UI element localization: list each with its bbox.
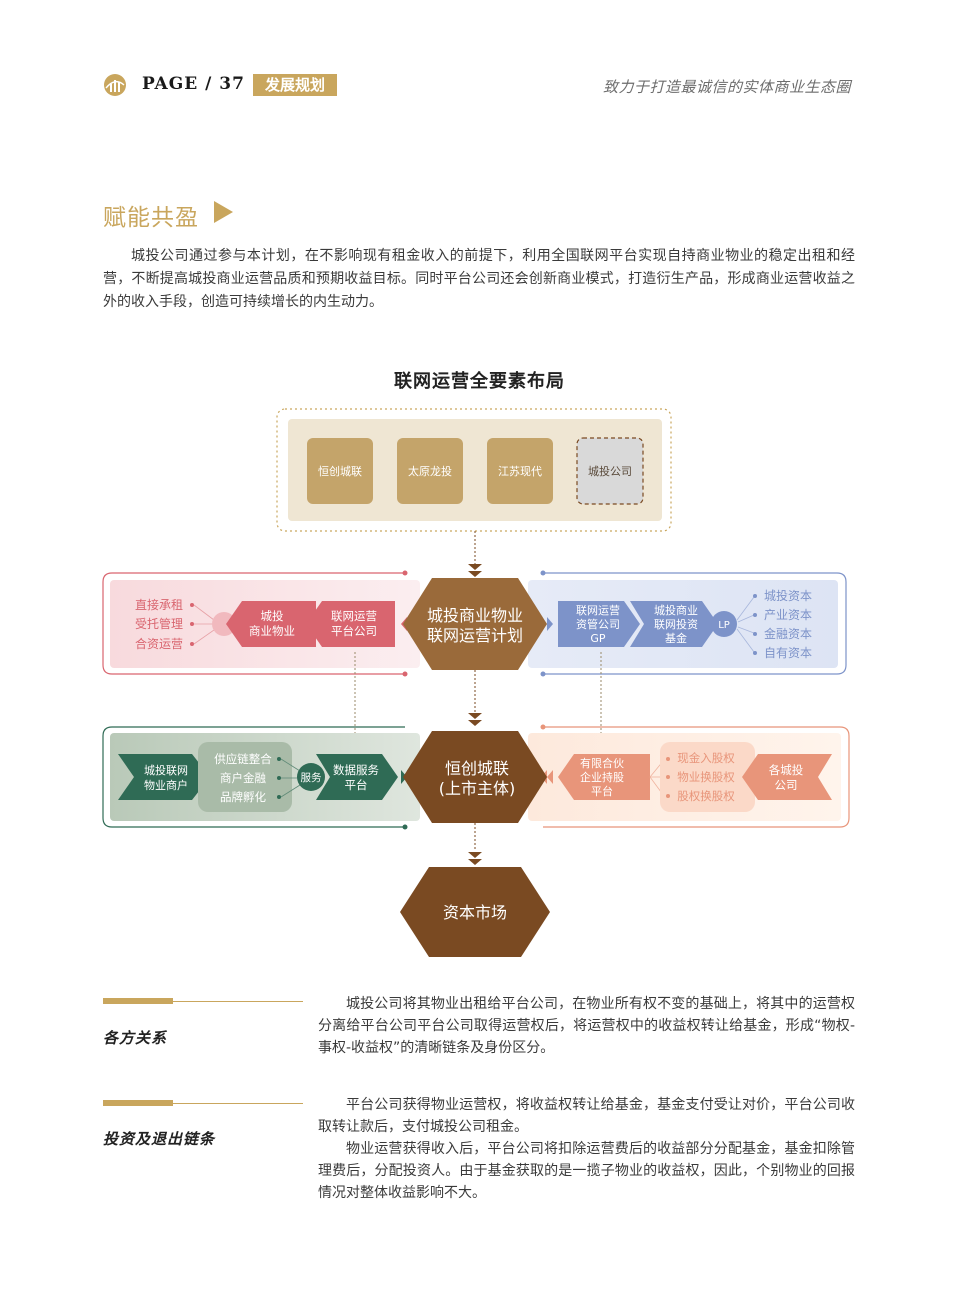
partnership-platform-arrow: 有限合伙 企业持股 平台 <box>558 754 650 800</box>
platform-company-arrow: 联网运营 平台公司 <box>306 601 395 647</box>
listed-entity-hexagon: 恒创城联 (上市主体) <box>403 731 547 823</box>
label-rule <box>173 1103 303 1104</box>
partner-label: 城投公司 <box>588 464 632 478</box>
ops-item: 合资运营 <box>135 636 183 651</box>
partner-label: 太原龙投 <box>408 464 452 478</box>
svg-text:城投: 城投 <box>261 609 284 623</box>
svg-text:联网运营: 联网运营 <box>576 603 620 617</box>
svg-text:平台: 平台 <box>591 784 613 798</box>
label-rule <box>173 1001 303 1002</box>
svg-text:城投商业: 城投商业 <box>654 603 698 617</box>
svg-text:服务: 服务 <box>301 771 322 784</box>
capital-item: 金融资本 <box>764 626 812 641</box>
section-title: 赋能共盈 <box>103 205 199 231</box>
svg-text:GP: GP <box>590 632 606 645</box>
svg-text:恒创城联: 恒创城联 <box>445 759 509 778</box>
intro-paragraph: 城投公司通过参与本计划，在不影响现有租金收入的前提下，利用全国联网平台实现自持商… <box>103 248 855 310</box>
label-bar <box>103 1100 173 1106</box>
capital-item: 产业资本 <box>764 608 812 622</box>
svg-text:联网运营: 联网运营 <box>331 609 377 623</box>
section-tag: 发展规划 <box>253 74 338 96</box>
ops-item: 直接承租 <box>135 597 183 612</box>
svg-text:供应链整合: 供应链整合 <box>214 752 272 766</box>
chain-paragraph-1: 平台公司获得物业运营权，将收益权转让给基金，基金支付受让对价，平台公司收取转让款… <box>318 1097 855 1135</box>
svg-text:数据服务: 数据服务 <box>333 763 379 777</box>
investor-companies-arrow: 各城投 公司 <box>742 754 832 800</box>
ops-item: 受托管理 <box>135 616 183 631</box>
label-bar <box>103 998 173 1004</box>
data-platform-arrow: 数据服务 平台 <box>316 754 398 800</box>
svg-text:(上市主体): (上市主体) <box>439 779 516 798</box>
services-box: 供应链整合 商户金融 品牌孵化 <box>198 742 301 812</box>
chain-paragraph-2: 物业运营获得收入后，平台公司将扣除运营费后的收益部分分配基金，基金扣除管理费后，… <box>318 1141 855 1201</box>
lp-node: LP <box>711 611 737 637</box>
partner-card-hengchuang: 恒创城联 <box>307 438 373 504</box>
relations-paragraph: 城投公司将其物业出租给平台公司，在物业所有权不变的基础上，将其中的运营权分离给平… <box>318 996 855 1056</box>
svg-text:平台公司: 平台公司 <box>331 624 377 638</box>
relations-label: 各方关系 <box>103 1029 168 1047</box>
svg-text:商户金融: 商户金融 <box>220 771 266 785</box>
svg-text:有限合伙: 有限合伙 <box>580 756 624 770</box>
capital-item: 自有资本 <box>764 646 812 660</box>
diagram-title: 联网运营全要素布局 <box>394 371 565 392</box>
page-number: PAGE / 37 <box>142 74 245 94</box>
svg-text:物业商户: 物业商户 <box>144 778 188 792</box>
investment-fund-arrow: 城投商业 联网投资 基金 <box>630 601 718 647</box>
svg-text:联网投资: 联网投资 <box>654 617 698 631</box>
merchants-arrow: 城投联网 物业商户 <box>118 754 210 800</box>
svg-text:LP: LP <box>718 620 730 631</box>
svg-text:企业持股: 企业持股 <box>580 770 624 784</box>
left-ops-list: 直接承租 受托管理 合资运营 <box>135 597 236 651</box>
svg-text:各城投: 各城投 <box>769 763 804 777</box>
partner-label: 恒创城联 <box>318 465 362 478</box>
property-arrow: 城投 商业物业 <box>226 601 316 647</box>
header-slogan: 致力于打造最诚信的实体商业生态圈 <box>602 78 851 96</box>
equity-options-box: 现金入股权 物业换股权 股权换股权 <box>649 742 755 812</box>
svg-text:城投商业物业: 城投商业物业 <box>427 606 523 625</box>
svg-text:资管公司: 资管公司 <box>576 617 620 631</box>
company-logo-icon <box>104 74 126 96</box>
partner-card-taiyuan: 太原龙投 <box>397 438 463 504</box>
svg-text:物业换股权: 物业换股权 <box>677 770 735 784</box>
svg-text:商业物业: 商业物业 <box>249 624 295 638</box>
svg-text:基金: 基金 <box>665 631 687 645</box>
play-arrow-icon <box>214 201 233 223</box>
partner-card-jiangsu: 江苏现代 <box>487 438 553 504</box>
svg-text:品牌孵化: 品牌孵化 <box>220 790 266 804</box>
svg-text:城投联网: 城投联网 <box>144 763 188 777</box>
capital-item: 城投资本 <box>764 588 812 603</box>
svg-text:现金入股权: 现金入股权 <box>677 751 735 765</box>
double-arrow-down-icon <box>468 564 482 577</box>
double-arrow-down-icon <box>468 852 482 865</box>
svg-text:资本市场: 资本市场 <box>443 903 507 922</box>
gp-asset-company-arrow: 联网运营 资管公司 GP <box>558 601 640 647</box>
svg-text:公司: 公司 <box>775 778 798 792</box>
capital-market-hexagon: 资本市场 <box>400 867 550 957</box>
plan-hexagon: 城投商业物业 联网运营计划 <box>403 578 547 670</box>
service-tag: 服务 <box>297 763 325 791</box>
capital-sources-list: 城投资本 产业资本 金融资本 自有资本 <box>736 588 812 660</box>
chain-label: 投资及退出链条 <box>103 1130 216 1148</box>
partner-label: 江苏现代 <box>498 465 542 478</box>
double-arrow-down-icon <box>468 713 482 726</box>
svg-text:股权换股权: 股权换股权 <box>677 789 735 803</box>
svg-text:平台: 平台 <box>345 778 368 792</box>
partner-card-chengtou: 城投公司 <box>576 437 644 505</box>
svg-text:联网运营计划: 联网运营计划 <box>427 626 523 645</box>
